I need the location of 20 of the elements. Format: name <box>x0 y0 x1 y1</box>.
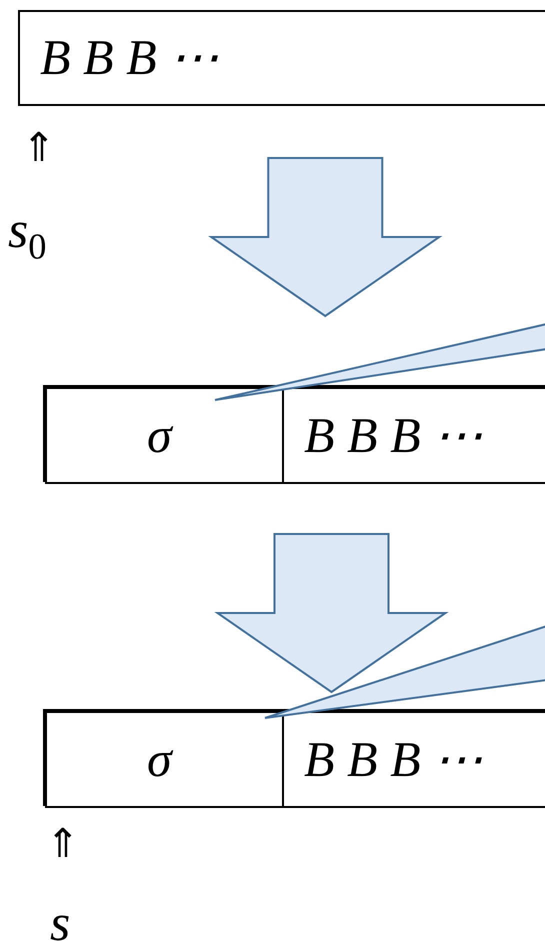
callout-pointer <box>264 625 545 720</box>
state-label: s <box>50 898 70 941</box>
tape-box <box>43 385 545 482</box>
tape-box <box>18 10 545 106</box>
block-arrow <box>214 533 449 694</box>
tape-symbols: B B B ⋯ <box>40 32 220 82</box>
tape-symbols: σ <box>147 734 172 784</box>
tape-symbols: σ <box>147 410 172 460</box>
tape-symbols: B B B ⋯ <box>304 410 484 460</box>
tape-cell <box>282 711 545 808</box>
head-pointer: ⇑ <box>46 824 80 864</box>
tape-cell <box>282 387 545 484</box>
tape-box <box>43 709 545 806</box>
tape-symbols: B B B ⋯ <box>304 734 484 784</box>
callout-pointer <box>214 323 545 402</box>
tape-cell <box>45 711 284 808</box>
tape-cell <box>45 387 284 484</box>
block-arrow <box>208 157 442 318</box>
head-pointer: ⇑ <box>22 128 56 168</box>
state-label: s$_{0}$ <box>8 205 46 265</box>
